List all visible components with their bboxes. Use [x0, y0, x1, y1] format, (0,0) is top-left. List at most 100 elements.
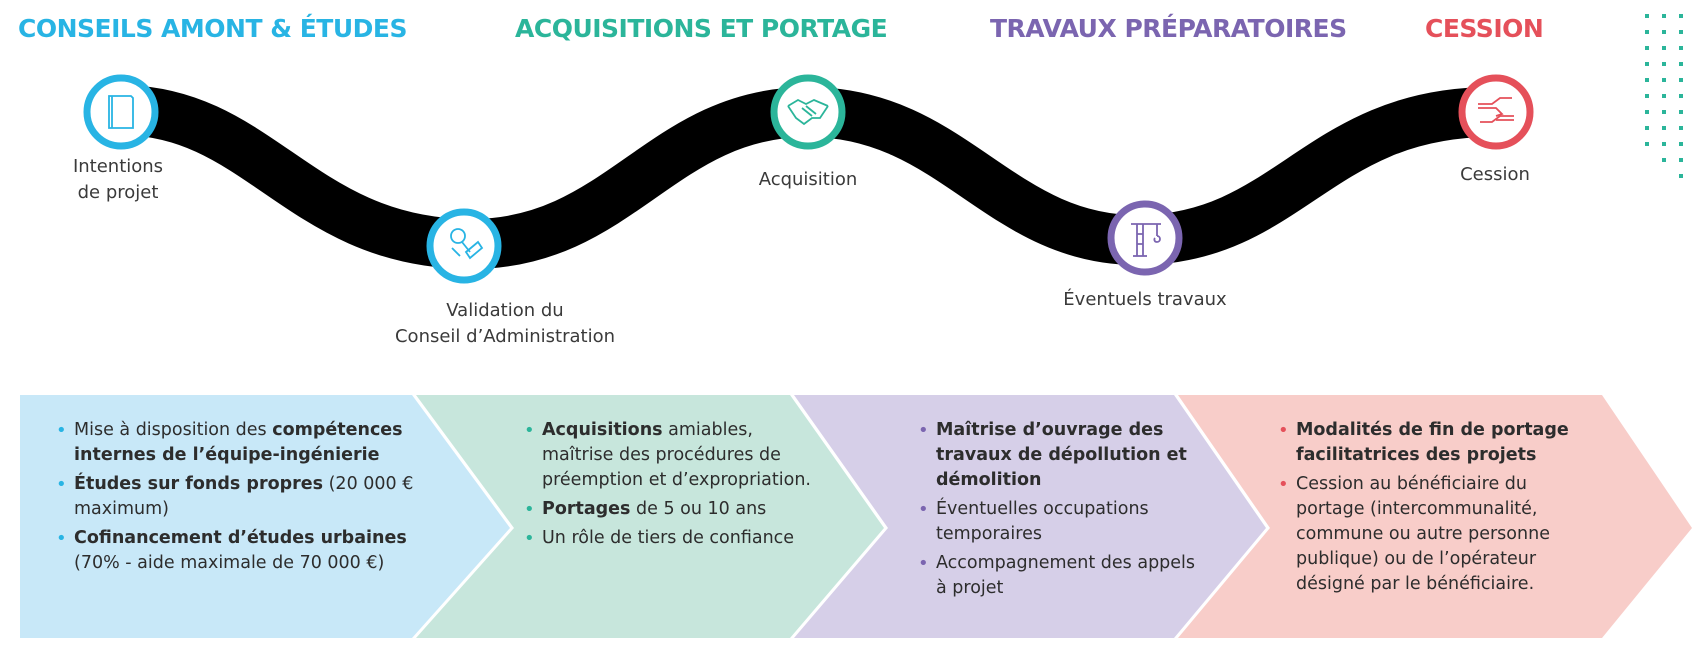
list-item-bold-text: Études sur fonds propres	[74, 474, 324, 494]
decor-dot	[1662, 14, 1666, 18]
step-label-line2: de projet	[77, 182, 159, 203]
step-label-line2: Conseil d’Administration	[394, 326, 616, 347]
phase-title-cession: CESSION	[1425, 14, 1544, 43]
crane-icon	[1131, 223, 1161, 257]
decor-dot	[1645, 62, 1649, 66]
booklet-icon	[108, 95, 134, 129]
step-label-cession: Cession	[1420, 162, 1570, 188]
decor-dot	[1645, 30, 1649, 34]
step-circle-travaux	[1107, 200, 1183, 276]
chevron-box-travaux	[794, 395, 1266, 638]
bullet-dot: •	[1278, 474, 1289, 495]
decor-dot	[1679, 30, 1683, 34]
list-item-text: Un rôle de tiers de confiance	[542, 528, 795, 548]
decor-dot	[1662, 30, 1666, 34]
description-box-acquisitions: • Acquisitions amiables, maîtrise des pro…	[524, 418, 824, 555]
decor-dot	[1645, 126, 1649, 130]
list-item: •Accompagnement des appels à projet	[918, 551, 1208, 601]
decor-dot	[1662, 158, 1666, 162]
bullet-dot: •	[524, 420, 535, 441]
bullet-dot: •	[1278, 420, 1289, 441]
handshake-icon	[787, 98, 829, 126]
decor-dot	[1662, 94, 1666, 98]
list-item: • Modalités de fin de portage facilitatri…	[1278, 418, 1578, 468]
decor-dot	[1645, 110, 1649, 114]
decor-dot	[1679, 62, 1683, 66]
list-item: • Éventuelles occupations temporaires	[918, 497, 1208, 547]
step-label-line1: Acquisition	[758, 169, 858, 190]
decor-dot	[1679, 78, 1683, 82]
decorative-dots	[1645, 14, 1683, 178]
decor-dot	[1679, 126, 1683, 130]
list-item: • Mise à disposition des compétences inte…	[56, 418, 426, 468]
step-label-acquisition: Acquisition	[708, 167, 908, 193]
list-item-text: Mise à disposition des	[74, 420, 273, 440]
decor-dot	[1645, 142, 1649, 146]
step-label-travaux: Éventuels travaux	[1030, 287, 1260, 313]
bullet-dot: •	[524, 499, 535, 520]
list-item: • Maîtrise d’ouvrage des travaux de dépol…	[918, 418, 1208, 493]
list-item-text: (70% - aide maximale de 70 000 €)	[74, 553, 385, 573]
list-item-text: Accompagnement des appels à projet	[936, 553, 1196, 598]
list-item-text: Cession au bénéficiaire du portage (inte…	[1296, 474, 1550, 594]
list-item-text: Éventuelles occupations temporaires	[936, 499, 1149, 544]
list-item: • Cession au bénéficiaire du portage (int…	[1278, 472, 1578, 597]
list-item: • Cofinancement d’études urbaines (70% - …	[56, 526, 426, 576]
bullet-dot: •	[524, 528, 535, 549]
decor-dot	[1679, 14, 1683, 18]
list-item-bold-text: Portages	[542, 499, 631, 519]
stamp-icon	[450, 228, 484, 260]
decor-dot	[1662, 126, 1666, 130]
step-label-validation: Validation du Conseil d’Administration	[360, 298, 650, 350]
description-box-conseils: • Mise à disposition des compétences inte…	[56, 418, 426, 580]
list-item: • Acquisitions amiables, maîtrise des pro…	[524, 418, 824, 493]
step-label-intentions: Intentions de projet	[38, 154, 198, 206]
step-circle-intentions	[83, 74, 159, 150]
decor-dot	[1645, 14, 1649, 18]
chevron-box-cession	[1178, 395, 1692, 638]
list-item-bold-text: Cofinancement d’études urbaines	[74, 528, 407, 548]
description-box-cession: • Modalités de fin de portage facilitatri…	[1278, 418, 1578, 601]
hands-giving-icon	[1478, 97, 1514, 123]
step-circle-cession	[1458, 74, 1534, 150]
decor-dot	[1662, 46, 1666, 50]
bullet-dot: •	[918, 499, 929, 520]
description-box-travaux: • Maîtrise d’ouvrage des travaux de dépol…	[918, 418, 1208, 605]
bullet-dot: •	[56, 474, 67, 495]
step-circle-validation	[426, 208, 502, 284]
decor-dot	[1645, 78, 1649, 82]
step-label-line1: Éventuels travaux	[1063, 289, 1227, 310]
step-label-line1: Cession	[1460, 164, 1530, 185]
list-item: •Études sur fonds propres (20 000 € maxi…	[56, 472, 426, 522]
decor-dot	[1662, 110, 1666, 114]
list-item-bold-text: Modalités de fin de portage facilitatric…	[1296, 420, 1569, 465]
list-item-text: de 5 ou 10 ans	[630, 499, 767, 519]
chevron-box-conseils	[20, 395, 510, 638]
decor-dot	[1645, 94, 1649, 98]
bullet-dot: •	[918, 420, 929, 441]
step-label-line1: Intentions	[72, 156, 164, 177]
decor-dot	[1679, 174, 1683, 178]
decor-dot	[1679, 110, 1683, 114]
decor-dot	[1679, 158, 1683, 162]
list-item-bold-text: Maîtrise d’ouvrage des travaux de dépoll…	[936, 420, 1187, 490]
bullet-dot: •	[56, 528, 67, 549]
decor-dot	[1662, 62, 1666, 66]
step-label-line1: Validation du	[446, 300, 564, 321]
decor-dot	[1679, 94, 1683, 98]
phase-title-conseils: CONSEILS AMONT & ÉTUDES	[18, 14, 407, 43]
step-circle-acquisition	[770, 74, 846, 150]
list-item-bold-text: compétences internes de l’équipe-ingénie…	[74, 420, 403, 465]
list-item: • Un rôle de tiers de confiance	[524, 526, 824, 551]
chevron-box-acquisitions	[416, 395, 884, 638]
decor-dot	[1679, 142, 1683, 146]
bullet-dot: •	[56, 420, 67, 441]
decor-dot	[1679, 46, 1683, 50]
phase-title-acquisitions: ACQUISITIONS ET PORTAGE	[515, 14, 888, 43]
decor-dot	[1645, 46, 1649, 50]
list-item-text: amiables, maîtrise des procédures de pré…	[542, 420, 811, 490]
decor-dot	[1662, 142, 1666, 146]
list-item-bold-text: Acquisitions	[542, 420, 663, 440]
phase-title-travaux: TRAVAUX PRÉPARATOIRES	[990, 14, 1347, 43]
